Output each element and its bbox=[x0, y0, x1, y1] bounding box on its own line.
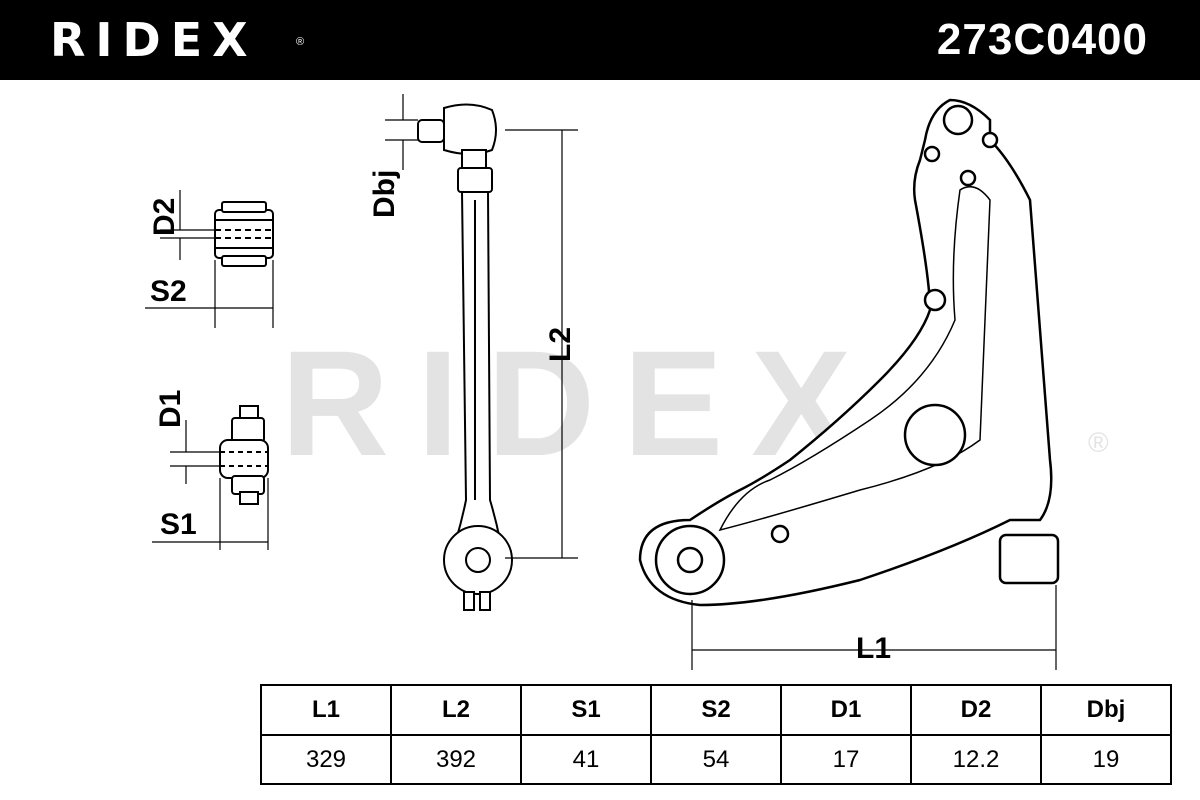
value-d2: 12.2 bbox=[910, 734, 1042, 785]
value-dbj: 19 bbox=[1040, 734, 1172, 785]
brand-logo: RIDEX bbox=[50, 13, 258, 67]
header-l2: L2 bbox=[390, 684, 522, 736]
label-l1: L1 bbox=[856, 632, 892, 665]
watermark-mark: ® bbox=[1088, 427, 1109, 458]
arm-side-view bbox=[417, 103, 513, 611]
header-d1: D1 bbox=[780, 684, 912, 736]
label-s2: S2 bbox=[150, 275, 187, 308]
value-s1: 41 bbox=[520, 734, 652, 785]
label-l2: L2 bbox=[544, 326, 577, 362]
label-d2: D2 bbox=[148, 197, 181, 236]
header-dbj: Dbj bbox=[1040, 684, 1172, 736]
control-arm-dimensions bbox=[691, 585, 1057, 670]
value-l1: 329 bbox=[260, 734, 392, 785]
label-s1: S1 bbox=[160, 508, 197, 541]
technical-drawing: RIDEX ® bbox=[145, 94, 1109, 670]
value-s2: 54 bbox=[650, 734, 782, 785]
table-value-row: 329 392 41 54 17 12.2 19 bbox=[260, 734, 1172, 785]
dimensions-table: L1 L2 S1 S2 D1 D2 Dbj 329 392 41 54 17 1… bbox=[260, 684, 1172, 785]
table-header-row: L1 L2 S1 S2 D1 D2 Dbj bbox=[260, 684, 1172, 736]
header-bar: RIDEX ® 273C0400 bbox=[0, 0, 1200, 80]
header-s2: S2 bbox=[650, 684, 782, 736]
bushing-1-dimensions bbox=[152, 420, 269, 550]
header-d2: D2 bbox=[910, 684, 1042, 736]
header-s1: S1 bbox=[520, 684, 652, 736]
control-arm-front-view bbox=[638, 98, 1060, 607]
bushing-1-drawing bbox=[219, 405, 269, 505]
value-d1: 17 bbox=[780, 734, 912, 785]
bushing-2-dimensions bbox=[145, 190, 274, 328]
watermark: RIDEX ® bbox=[281, 319, 1109, 487]
header-l1: L1 bbox=[260, 684, 392, 736]
label-d1: D1 bbox=[154, 389, 187, 428]
bushing-2-drawing bbox=[214, 201, 274, 267]
watermark-text: RIDEX bbox=[281, 319, 879, 487]
label-dbj: Dbj bbox=[368, 169, 401, 218]
part-number: 273C0400 bbox=[936, 15, 1148, 64]
arm-side-dimensions bbox=[385, 94, 578, 559]
value-l2: 392 bbox=[390, 734, 522, 785]
brand-registered-mark: ® bbox=[296, 36, 305, 48]
